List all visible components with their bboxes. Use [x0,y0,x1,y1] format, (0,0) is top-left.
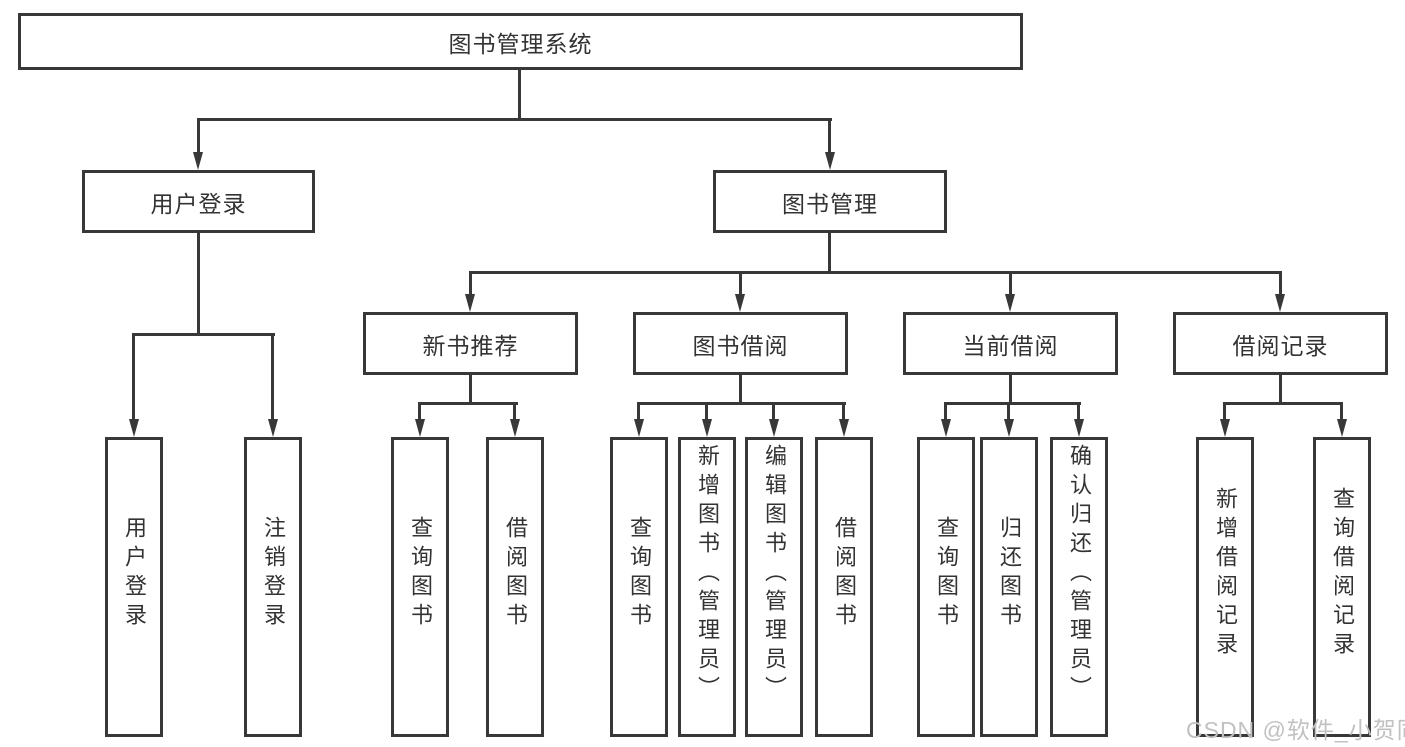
connector-borrow-drop [842,402,845,420]
arrowhead-down [1275,294,1285,312]
connector-bookmgmt-drop [1279,271,1282,295]
connector-bookmgmt-drop [739,271,742,295]
connector-root-hbar [197,118,832,121]
connector-userlogin-stem [197,233,200,336]
node-user-login-label: 用户登录 [150,190,247,217]
leaf-user-login-label: 用户登录 [122,516,147,632]
leaf-logout: 注销登录 [244,437,302,737]
node-book-management: 图书管理 [713,170,947,233]
leaf-add-borrow-record: 新增借阅记录 [1196,437,1254,737]
leaf-query-books-recommend: 查询图书 [391,437,449,737]
arrowhead-down [702,419,712,437]
node-root-system: 图书管理系统 [18,13,1023,70]
connector-recommend-hbar [418,402,518,405]
arrowhead-down [129,419,139,437]
connector-root-drop-left [197,118,200,152]
arrowhead-down [735,294,745,312]
leaf-query-books-recommend-label: 查询图书 [408,516,433,632]
node-borrow-records-label: 借阅记录 [1232,332,1329,359]
leaf-add-book-admin: 新增图书（管理员） [678,437,736,737]
node-borrow-records: 借阅记录 [1173,312,1388,375]
leaf-borrow-books-recommend: 借阅图书 [486,437,544,737]
arrowhead-down [1220,419,1230,437]
node-root-label: 图书管理系统 [448,30,593,57]
leaf-query-borrow-record-label: 查询借阅记录 [1330,487,1355,661]
connector-bookmgmt-stem [828,233,831,272]
leaf-query-borrow-record: 查询借阅记录 [1313,437,1371,737]
node-new-book-recommend-label: 新书推荐 [422,332,519,359]
connector-bookmgmt-drop [469,271,472,295]
connector-borrow-hbar [637,402,846,405]
arrowhead-down [941,419,951,437]
connector-recommend-stem [469,375,472,403]
connector-userlogin-drop [271,333,274,419]
connector-borrow-drop [637,402,640,420]
arrowhead-down [1337,419,1347,437]
leaf-edit-book-admin-label: 编辑图书（管理员） [762,443,787,705]
connector-records-drop [1223,402,1226,420]
leaf-return-book-label: 归还图书 [997,516,1022,632]
arrowhead-down [268,419,278,437]
leaf-query-books-borrow-label: 查询图书 [627,516,652,632]
leaf-edit-book-admin: 编辑图书（管理员） [745,437,803,737]
arrowhead-down [634,419,644,437]
leaf-logout-label: 注销登录 [261,516,286,632]
arrowhead-down [465,294,475,312]
leaf-confirm-return-admin: 确认归还（管理员） [1050,437,1108,737]
arrowhead-down [1005,294,1015,312]
arrowhead-down [510,419,520,437]
arrowhead-down [825,152,835,170]
leaf-query-books-borrow: 查询图书 [610,437,668,737]
connector-records-drop [1340,402,1343,420]
connector-borrow-drop [705,402,708,420]
csdn-watermark: CSDN @软件_小贺同学 [1186,717,1405,743]
arrowhead-down [1074,419,1084,437]
connector-bookmgmt-drop [1009,271,1012,295]
node-user-login: 用户登录 [82,170,315,233]
leaf-add-book-admin-label: 新增图书（管理员） [695,443,720,705]
arrowhead-down [769,419,779,437]
arrowhead-down [193,152,203,170]
connector-borrow-drop [772,402,775,420]
connector-bookmgmt-hbar [469,271,1282,274]
connector-current-stem [1009,375,1012,403]
node-current-borrow: 当前借阅 [903,312,1118,375]
leaf-confirm-return-admin-label: 确认归还（管理员） [1067,443,1092,705]
connector-userlogin-hbar [132,333,275,336]
connector-current-drop [1077,402,1080,420]
leaf-borrow-books-recommend-label: 借阅图书 [503,516,528,632]
arrowhead-down [839,419,849,437]
connector-root-drop-right [828,118,831,152]
leaf-borrow-books: 借阅图书 [815,437,873,737]
node-current-borrow-label: 当前借阅 [962,332,1059,359]
connector-current-hbar [944,402,1081,405]
connector-recommend-drop [513,402,516,420]
connector-borrow-stem [739,375,742,403]
connector-current-drop [944,402,947,420]
connector-records-stem [1279,375,1282,403]
node-book-management-label: 图书管理 [782,190,878,217]
connector-userlogin-drop [132,333,135,419]
node-new-book-recommend: 新书推荐 [363,312,578,375]
leaf-borrow-books-label: 借阅图书 [832,516,857,632]
leaf-user-login: 用户登录 [105,437,163,737]
arrowhead-down [1004,419,1014,437]
leaf-query-books-current: 查询图书 [917,437,975,737]
node-book-borrow-label: 图书借阅 [692,332,789,359]
node-book-borrow: 图书借阅 [633,312,848,375]
leaf-query-books-current-label: 查询图书 [934,516,959,632]
connector-records-hbar [1223,402,1343,405]
connector-recommend-drop [418,402,421,420]
connector-current-drop [1007,402,1010,420]
leaf-return-book: 归还图书 [980,437,1038,737]
arrowhead-down [415,419,425,437]
connector-root-stem [518,70,521,120]
leaf-add-borrow-record-label: 新增借阅记录 [1213,487,1238,661]
